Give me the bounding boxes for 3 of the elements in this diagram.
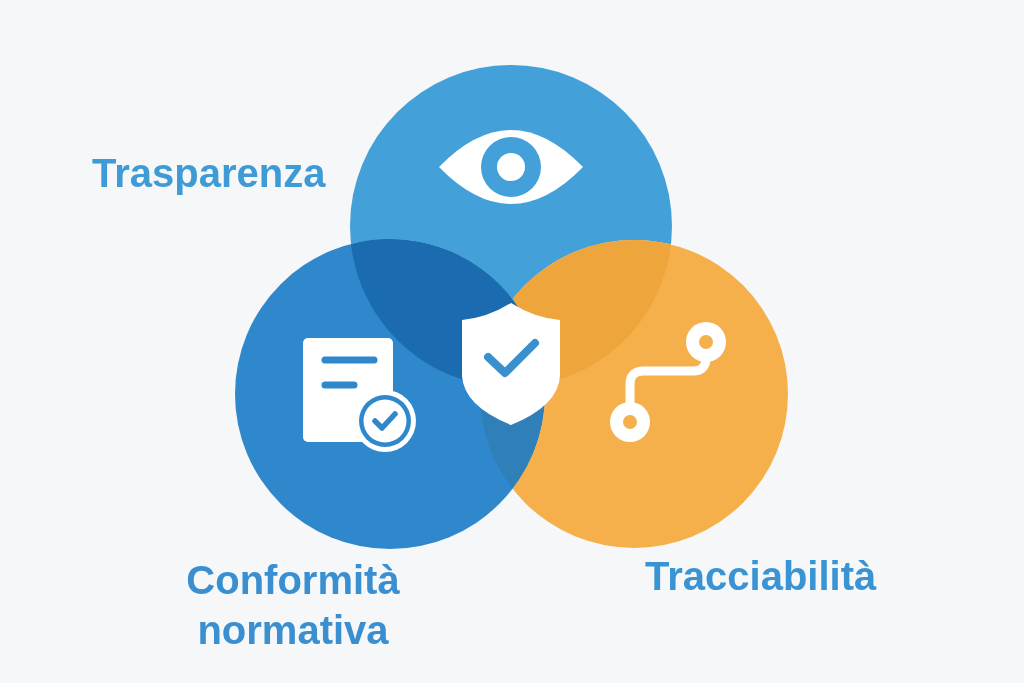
category-label: Trasparenza [92, 150, 326, 197]
category-label: Tracciabilità [645, 553, 877, 600]
category-label: Conformità normativa [185, 557, 401, 654]
